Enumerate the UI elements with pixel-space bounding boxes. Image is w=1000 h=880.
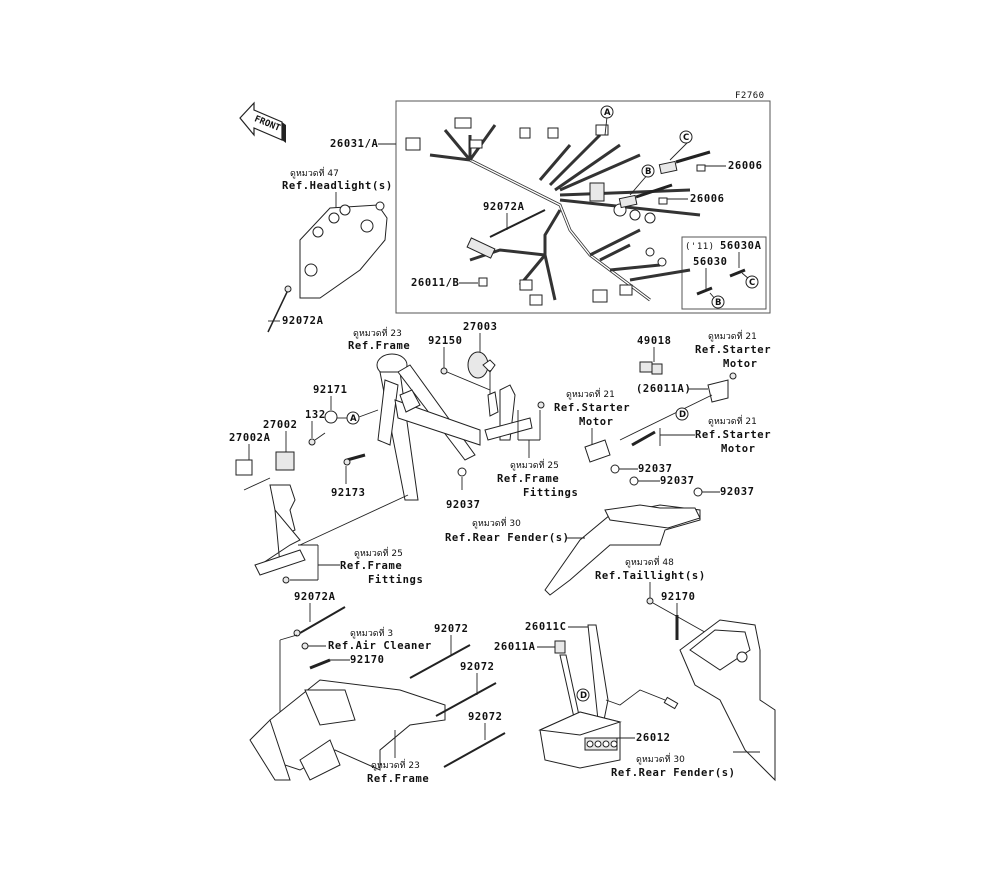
part-92072-3[interactable]: 92072 bbox=[468, 711, 503, 723]
part-92037-c[interactable]: 92037 bbox=[720, 486, 755, 498]
headlight-bracket bbox=[299, 201, 388, 299]
taillight-housing bbox=[679, 619, 776, 782]
callout-c-harness: C bbox=[683, 133, 689, 143]
relay-49018[interactable] bbox=[639, 361, 653, 373]
callout-b-harness: B bbox=[645, 167, 651, 177]
harness-group-box bbox=[395, 100, 771, 314]
ref-starter1-b: Motor bbox=[723, 358, 758, 370]
ref-starter3-thai: ดูหมวดที่ 21 bbox=[708, 414, 757, 427]
ref-fittings1-a[interactable]: Ref.Frame bbox=[497, 473, 559, 485]
callout-d-battery: D bbox=[580, 691, 587, 701]
connector-c[interactable] bbox=[658, 150, 711, 175]
part-26011a-paren[interactable]: (26011A) bbox=[636, 383, 691, 395]
part-26011c[interactable]: 26011C bbox=[525, 621, 567, 633]
part-92072a-headlight[interactable]: 92072A bbox=[282, 315, 324, 327]
ref-fender1[interactable]: Ref.Rear Fender(s) bbox=[445, 532, 570, 544]
horn[interactable] bbox=[467, 351, 499, 417]
part-27002a[interactable]: 27002A bbox=[229, 432, 271, 444]
ref-aircleaner-thai: ดูหมวดที่ 3 bbox=[350, 626, 393, 639]
ref-fittings1-b: Fittings bbox=[523, 487, 578, 499]
starter-relay[interactable] bbox=[707, 379, 729, 403]
ref-starter2-a[interactable]: Ref.Starter bbox=[554, 402, 630, 414]
callout-d-starter: D bbox=[679, 410, 686, 420]
part-27003[interactable]: 27003 bbox=[463, 321, 498, 333]
part-92037-left[interactable]: 92037 bbox=[446, 499, 481, 511]
ref-aircleaner[interactable]: Ref.Air Cleaner bbox=[328, 640, 432, 652]
ref-starter2-thai: ดูหมวดที่ 21 bbox=[566, 387, 615, 400]
relay-27002[interactable] bbox=[275, 451, 295, 471]
part-26011-b[interactable]: 26011/B bbox=[411, 277, 459, 289]
ref-frame-top[interactable]: Ref.Frame bbox=[348, 340, 410, 352]
relay-27002a[interactable] bbox=[235, 459, 253, 476]
ref-fittings2-a[interactable]: Ref.Frame bbox=[340, 560, 402, 572]
part-49018[interactable]: 49018 bbox=[637, 335, 672, 347]
ref-headlight-thai: ดูหมวดที่ 47 bbox=[290, 166, 339, 179]
part-92072-1[interactable]: 92072 bbox=[434, 623, 469, 635]
callout-a-frame: A bbox=[350, 414, 357, 424]
part-92170-right[interactable]: 92170 bbox=[661, 591, 696, 603]
part-92072-2[interactable]: 92072 bbox=[460, 661, 495, 673]
callout-c-inset: C bbox=[749, 278, 755, 288]
part-92072a-harness[interactable]: 92072A bbox=[483, 201, 525, 213]
rear-fender bbox=[544, 504, 701, 596]
ref-fender2[interactable]: Ref.Rear Fender(s) bbox=[611, 767, 736, 779]
connector-b[interactable] bbox=[618, 183, 673, 209]
relay-bracket bbox=[254, 484, 306, 576]
ref-frame-bottom[interactable]: Ref.Frame bbox=[367, 773, 429, 785]
ref-starter1-thai: ดูหมวดที่ 21 bbox=[708, 329, 757, 342]
part-92171[interactable]: 92171 bbox=[313, 384, 348, 396]
ref-fittings2-thai: ดูหมวดที่ 25 bbox=[354, 546, 403, 559]
callout-a-harness: A bbox=[604, 108, 611, 118]
ref-taillight-thai: ดูหมวดที่ 48 bbox=[625, 555, 674, 568]
part-26012[interactable]: 26012 bbox=[636, 732, 671, 744]
part-132[interactable]: 132 bbox=[305, 409, 326, 421]
ref-taillight[interactable]: Ref.Taillight(s) bbox=[595, 570, 706, 582]
ref-starter2-b: Motor bbox=[579, 416, 614, 428]
part-27002[interactable]: 27002 bbox=[263, 419, 298, 431]
callout-b-inset: B bbox=[715, 298, 721, 308]
part-92170-left[interactable]: 92170 bbox=[350, 654, 385, 666]
part-26011a[interactable]: 26011A bbox=[494, 641, 536, 653]
ref-starter1-a[interactable]: Ref.Starter bbox=[695, 344, 771, 356]
ref-frame-bottom-thai: ดูหมวดที่ 23 bbox=[371, 758, 420, 771]
part-92037-b[interactable]: 92037 bbox=[660, 475, 695, 487]
starter-switch[interactable] bbox=[584, 439, 611, 463]
front-arrow-icon: FRONT bbox=[239, 101, 286, 143]
inset-2011-box bbox=[681, 236, 767, 310]
ref-headlight[interactable]: Ref.Headlight(s) bbox=[282, 180, 393, 192]
battery[interactable] bbox=[538, 711, 622, 769]
ref-fender2-thai: ดูหมวดที่ 30 bbox=[636, 752, 685, 765]
part-92037-a[interactable]: 92037 bbox=[638, 463, 673, 475]
ref-fittings2-b: Fittings bbox=[368, 574, 423, 586]
inset-year: ('11) bbox=[685, 242, 715, 252]
frame-head bbox=[376, 353, 481, 501]
part-92173[interactable]: 92173 bbox=[331, 487, 366, 499]
part-26006-b[interactable]: 26006 bbox=[690, 193, 725, 205]
ref-fittings1-thai: ดูหมวดที่ 25 bbox=[510, 458, 559, 471]
part-56030a[interactable]: 56030A bbox=[720, 240, 762, 252]
wiring-harness[interactable] bbox=[405, 117, 701, 306]
part-92150[interactable]: 92150 bbox=[428, 335, 463, 347]
part-92072a-frame[interactable]: 92072A bbox=[294, 591, 336, 603]
ref-starter3-a[interactable]: Ref.Starter bbox=[695, 429, 771, 441]
part-56030[interactable]: 56030 bbox=[693, 256, 728, 268]
horn-bracket bbox=[484, 384, 533, 441]
ref-frame-top-thai: ดูหมวดที่ 23 bbox=[353, 326, 402, 339]
ref-fender1-thai: ดูหมวดที่ 30 bbox=[472, 516, 521, 529]
part-26031-a[interactable]: 26031/A bbox=[330, 138, 379, 150]
figure-code: F2760 bbox=[735, 91, 765, 101]
ref-starter3-b: Motor bbox=[721, 443, 756, 455]
part-26006-c[interactable]: 26006 bbox=[728, 160, 763, 172]
